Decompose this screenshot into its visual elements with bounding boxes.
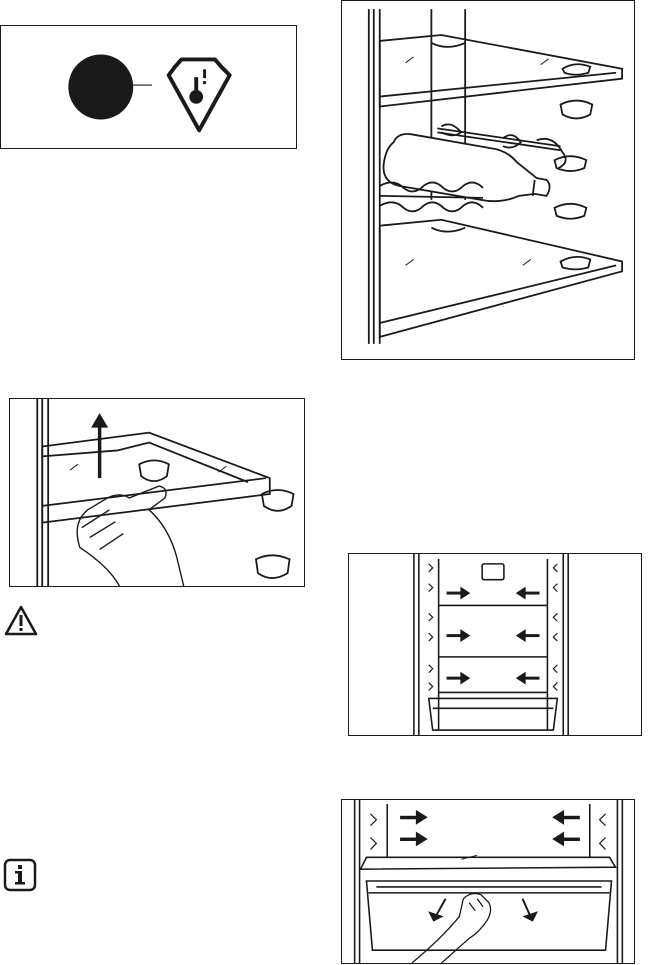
shelf-removal-figure — [9, 398, 305, 587]
filled-circle-icon — [68, 55, 133, 120]
arrow-left-icon — [516, 587, 540, 685]
drawer-removal-figure — [341, 799, 635, 964]
arrow-right-icon — [447, 587, 471, 685]
hand-icon — [77, 486, 184, 586]
hand-icon — [412, 894, 491, 963]
arrow-left-icon — [552, 810, 580, 847]
up-arrow-icon — [93, 415, 107, 478]
wine-rack-figure — [341, 0, 635, 360]
info-icon — [3, 858, 37, 892]
arrow-right-icon — [400, 810, 428, 847]
symbol-panel-figure — [0, 25, 297, 149]
door-balcony-figure — [348, 553, 642, 736]
warning-icon — [3, 604, 39, 638]
